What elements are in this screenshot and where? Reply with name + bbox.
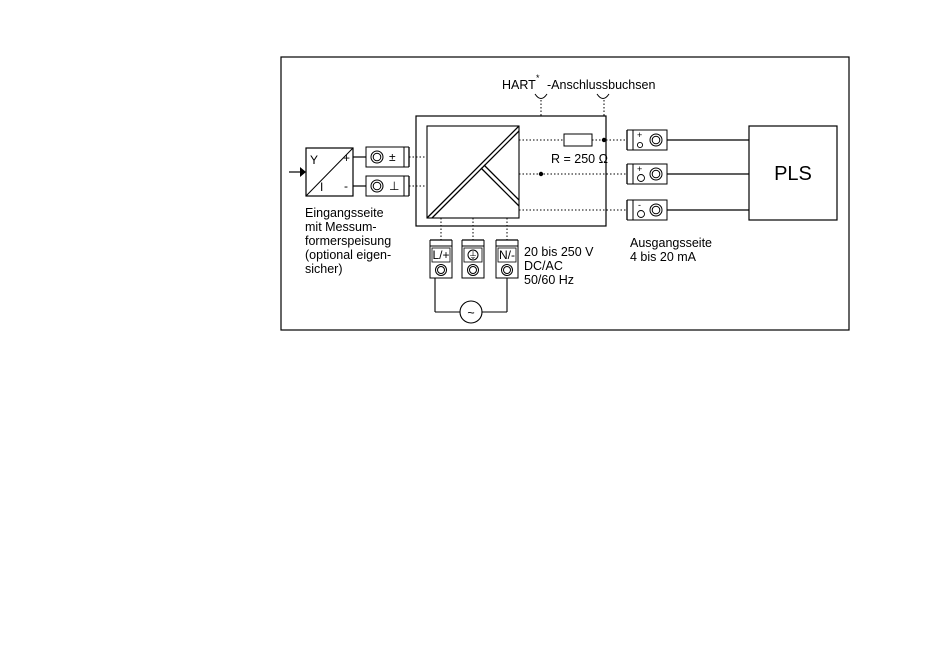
hart-mark: *: [536, 73, 540, 83]
svg-text:-: -: [638, 200, 641, 210]
svg-text:mit Messum-: mit Messum-: [305, 220, 377, 234]
svg-text:N/-: N/-: [499, 248, 515, 262]
resistor-symbol: [564, 134, 592, 146]
svg-text:Eingangsseite: Eingangsseite: [305, 206, 384, 220]
svg-text:50/60 Hz: 50/60 Hz: [524, 273, 574, 287]
input-arrow-icon: [300, 167, 306, 177]
transmitter-y: Y: [310, 153, 318, 167]
svg-text:sicher): sicher): [305, 262, 343, 276]
output-terminal-2: +: [627, 164, 667, 184]
output-terminal-1: +: [627, 130, 667, 150]
svg-text:DC/AC: DC/AC: [524, 259, 563, 273]
svg-text:L/+: L/+: [432, 248, 449, 262]
transmitter-minus: -: [344, 179, 348, 193]
supply-label: 20 bis 250 V DC/AC 50/60 Hz: [524, 245, 594, 287]
pls-label: PLS: [774, 163, 812, 185]
power-terminal-n: N/-: [496, 240, 518, 278]
svg-text:Ausgangsseite: Ausgangsseite: [630, 236, 712, 250]
svg-text:±: ±: [389, 150, 396, 164]
power-terminal-pe: ⏚: [462, 240, 484, 278]
hart-socket-right: [597, 94, 609, 99]
input-terminal-bottom: ⊥: [366, 176, 409, 196]
svg-text:⏚: ⏚: [468, 251, 477, 261]
hart-label: HART: [502, 78, 536, 92]
svg-text:(optional eigen-: (optional eigen-: [305, 248, 391, 262]
svg-text:4 bis 20 mA: 4 bis 20 mA: [630, 250, 697, 264]
input-side-label: Eingangsseite mit Messum- formerspeisung…: [305, 206, 391, 276]
transmitter-plus: +: [343, 151, 350, 165]
input-terminal-top: ±: [366, 147, 409, 167]
svg-text:20 bis 250 V: 20 bis 250 V: [524, 245, 594, 259]
transmitter-i: I: [320, 180, 323, 194]
resistor-label: R = 250 Ω: [551, 152, 608, 166]
svg-text:+: +: [637, 164, 642, 174]
ac-symbol: ~: [467, 306, 474, 320]
hart-sockets-label: -Anschlussbuchsen: [547, 78, 655, 92]
svg-text:⊥: ⊥: [389, 179, 399, 193]
isolator-housing: [416, 116, 606, 226]
svg-text:formerspeisung: formerspeisung: [305, 234, 391, 248]
output-terminal-3: -: [627, 200, 667, 220]
output-side-label: Ausgangsseite 4 bis 20 mA: [630, 236, 712, 264]
svg-text:+: +: [637, 130, 642, 140]
power-terminal-l: L/+: [430, 240, 452, 278]
hart-socket-left: [535, 94, 547, 99]
